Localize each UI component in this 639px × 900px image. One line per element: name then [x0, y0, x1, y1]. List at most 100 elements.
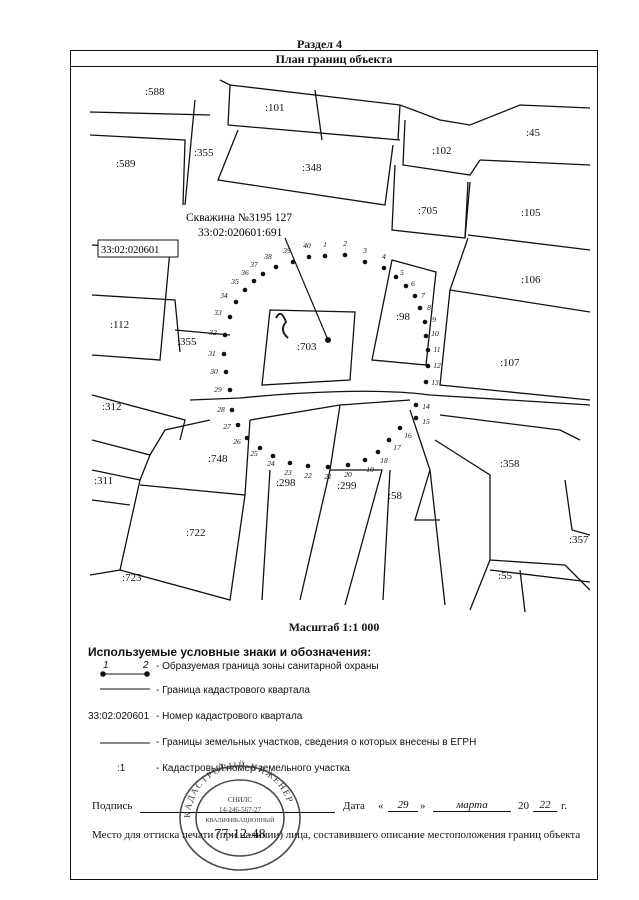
zone-point-label: 16 — [404, 431, 412, 440]
well-marker — [275, 237, 331, 343]
parcel-label: :312 — [102, 401, 122, 413]
zone-point — [235, 422, 241, 428]
legend-parcel-number-symbol: :1 — [117, 763, 126, 774]
zone-point-label: 33 — [213, 308, 222, 317]
zone-point — [229, 407, 235, 413]
legend-zone-symbol — [100, 671, 150, 677]
zone-point-label: 22 — [304, 471, 312, 480]
zone-point-label: 6 — [411, 279, 415, 288]
parcel-label: :101 — [265, 102, 285, 114]
legend-symbol-end: 2 — [143, 660, 149, 671]
zone-point-label: 34 — [219, 291, 228, 300]
signature-field[interactable] — [140, 812, 335, 813]
zone-point-label: 24 — [267, 459, 275, 468]
date-day[interactable]: 29 — [388, 799, 418, 812]
zone-point-label: 31 — [207, 349, 216, 358]
zone-point-label: 38 — [263, 252, 272, 261]
parcel-label: :102 — [432, 145, 452, 157]
zone-point — [423, 333, 429, 339]
zone-point-label: 1 — [323, 240, 327, 249]
zone-point — [375, 449, 381, 455]
quarter-number: 33:02:020601 — [101, 245, 159, 256]
engineer-stamp: КАДАСТРОВЫЙ ИНЖЕНЕР СНИЛС 14-246-567-27 … — [179, 760, 301, 871]
parcel-label: :705 — [418, 205, 438, 217]
legend-symbol-start: 1 — [103, 660, 109, 671]
zone-point-label: 25 — [250, 449, 258, 458]
parcel-label: :298 — [276, 477, 296, 489]
stamp-snils: 14-246-567-27 — [219, 806, 261, 814]
zone-point — [403, 283, 409, 289]
zone-point-label: 15 — [422, 417, 430, 426]
parcel-label: :722 — [186, 527, 206, 539]
zone-point-label: 30 — [209, 367, 218, 376]
parcel-label: :355 — [177, 336, 197, 348]
legend-zone-text: - Образуемая граница зоны санитарной охр… — [156, 661, 379, 672]
well-cadastral-number: 33:02:020601:691 — [198, 227, 283, 239]
zone-point — [425, 347, 431, 353]
parcel-label: :112 — [110, 319, 129, 331]
quarter-number-box — [97, 239, 179, 258]
zone-point-label: 40 — [303, 241, 311, 250]
parcel-label: :357 — [569, 534, 589, 546]
zone-point — [412, 293, 418, 299]
zone-point — [393, 274, 399, 280]
parcel-label: :703 — [297, 341, 317, 353]
zone-point — [306, 254, 312, 260]
parcel-label: :748 — [208, 453, 228, 465]
zone-point — [251, 278, 257, 284]
legend-parcel-number-text: - Кадастровый номер земельного участка — [156, 763, 350, 774]
zone-point-label: 8 — [427, 303, 431, 312]
stamp-snils-label: СНИЛС — [228, 796, 253, 804]
legend-parcel-text: - Границы земельных участков, сведения о… — [156, 737, 477, 748]
date-year-suffix[interactable]: 22 — [533, 799, 557, 812]
parcel-labels: :588:101:45:589:355:348:102:705:105:106:… — [94, 86, 589, 584]
zone-point — [322, 253, 328, 259]
zone-point — [423, 379, 429, 385]
zone-point — [242, 287, 248, 293]
stamp-cert-label: КВАЛИФИКАЦИОННЫЙ — [206, 816, 276, 824]
parcel-lines — [90, 79, 590, 613]
zone-point-label: 17 — [393, 443, 401, 452]
date-month[interactable]: марта — [433, 799, 511, 812]
well-label: Скважина №3195 127 — [186, 212, 292, 224]
parcel-label: :358 — [500, 458, 520, 470]
parcel-label: :107 — [500, 357, 520, 369]
zone-point — [413, 402, 419, 408]
parcel-label: :588 — [145, 86, 165, 98]
parcel-label: :311 — [94, 475, 113, 487]
zone-point-label: 11 — [434, 345, 441, 354]
section-title: Раздел 4 — [296, 37, 343, 51]
zone-point-label: 10 — [431, 329, 439, 338]
zone-point — [325, 464, 331, 470]
zone-point — [362, 259, 368, 265]
zone-point — [273, 264, 279, 270]
legend-quarter-line — [100, 688, 150, 690]
stamp-place-note: Место для оттиска печати (при наличии) л… — [92, 829, 581, 841]
parcel-label: :105 — [521, 207, 541, 219]
zone-point-label: 35 — [230, 277, 239, 286]
date-year-unit: г. — [561, 800, 568, 812]
zone-point-label: 27 — [223, 422, 231, 431]
date-quote-open: « — [378, 800, 384, 812]
zone-point — [397, 425, 403, 431]
zone-point-label: 14 — [422, 402, 430, 411]
parcel-703-outline — [261, 309, 356, 386]
parcel-label: :355 — [194, 147, 214, 159]
zone-point — [381, 265, 387, 271]
stamp-cert-number: 77-12-48 — [214, 827, 265, 842]
date-label: Дата — [343, 800, 365, 812]
zone-point-label: 29 — [214, 385, 222, 394]
legend-title: Используемые условные знаки и обозначени… — [88, 645, 372, 659]
zone-point-label: 39 — [282, 246, 291, 255]
zone-point-label: 13 — [431, 378, 439, 387]
zone-point-label: 3 — [362, 246, 367, 255]
date-quote-close: » — [420, 800, 426, 812]
zone-boundary-points — [221, 252, 431, 470]
zone-point-label: 19 — [366, 465, 374, 474]
zone-point — [221, 351, 227, 357]
zone-point — [417, 305, 423, 311]
zone-point — [233, 299, 239, 305]
zone-point-label: 7 — [421, 291, 425, 300]
zone-point-label: 12 — [433, 361, 441, 370]
plan-title: План границ объекта — [275, 52, 393, 66]
